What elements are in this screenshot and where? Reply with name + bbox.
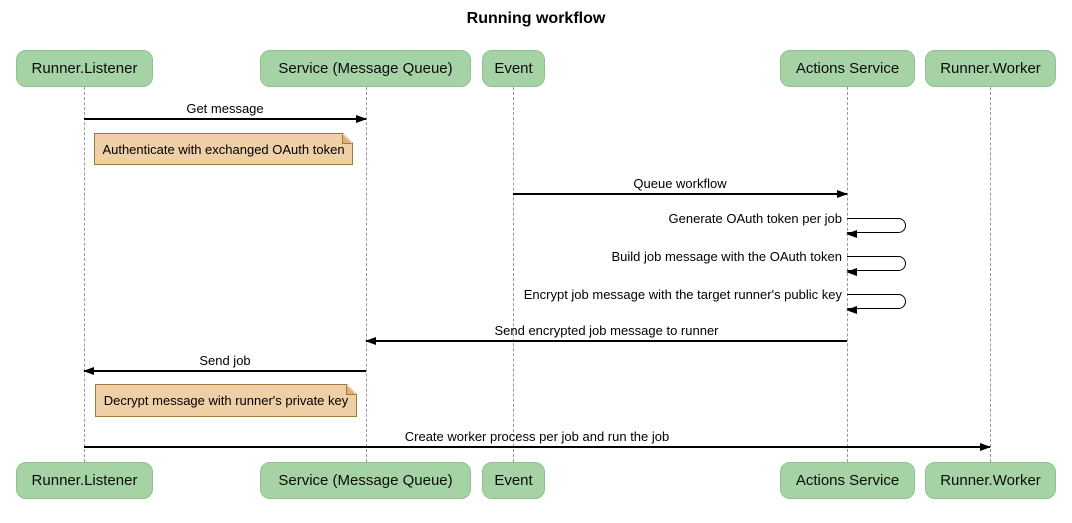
participant-service-message-queue-bottom: Service (Message Queue) [260, 462, 471, 499]
message-send-encrypted-job: Send encrypted job message to runner [365, 323, 847, 345]
message-label: Encrypt job message with the target runn… [523, 287, 842, 302]
participant-label: Runner.Listener [31, 472, 138, 489]
participant-event-top: Event [482, 50, 545, 87]
lifeline-event [513, 87, 514, 462]
message-arrow [365, 336, 847, 345]
arrowhead-left-icon [365, 336, 376, 345]
participant-label: Actions Service [795, 60, 900, 77]
participant-runner-worker-top: Runner.Worker [925, 50, 1056, 87]
message-arrow [513, 189, 848, 198]
self-loop-arrow [846, 294, 906, 314]
message-label: Send encrypted job message to runner [494, 323, 719, 338]
participant-runner-worker-bottom: Runner.Worker [925, 462, 1056, 499]
participant-label: Service (Message Queue) [278, 60, 453, 77]
message-arrow [84, 442, 991, 451]
participant-label: Actions Service [795, 472, 900, 489]
arrowhead-left-icon [846, 230, 857, 238]
message-create-worker-process: Create worker process per job and run th… [84, 429, 991, 451]
note-label: Authenticate with exchanged OAuth token [102, 141, 345, 157]
participant-label: Event [494, 60, 533, 77]
message-arrow [84, 114, 367, 123]
message-label: Generate OAuth token per job [668, 211, 842, 226]
lifeline-runner-worker [990, 87, 991, 462]
self-loop-arrow [846, 218, 906, 238]
note-authenticate: Authenticate with exchanged OAuth token [94, 133, 353, 165]
participant-label: Runner.Worker [940, 472, 1041, 489]
arrowhead-right-icon [980, 442, 991, 451]
arrowhead-right-icon [837, 189, 848, 198]
message-label: Build job message with the OAuth token [611, 249, 842, 264]
lifeline-runner-listener [84, 87, 85, 462]
participant-label: Service (Message Queue) [278, 472, 453, 489]
participant-label: Event [494, 472, 533, 489]
message-get-message: Get message [84, 101, 367, 123]
note-fold-icon [346, 385, 356, 395]
message-label: Queue workflow [633, 176, 727, 191]
note-fold-icon [342, 134, 352, 144]
participant-actions-service-bottom: Actions Service [780, 462, 915, 499]
arrowhead-right-icon [356, 114, 367, 123]
participant-label: Runner.Listener [31, 60, 138, 77]
message-label: Get message [186, 101, 264, 116]
diagram-title: Running workflow [466, 10, 606, 27]
lifeline-service-message-queue [366, 87, 367, 462]
participant-runner-listener-top: Runner.Listener [16, 50, 153, 87]
participant-label: Runner.Worker [940, 60, 1041, 77]
message-arrow [83, 366, 366, 375]
arrowhead-left-icon [846, 306, 857, 314]
message-send-job: Send job [83, 353, 366, 375]
message-label: Send job [199, 353, 251, 368]
self-loop-arrow [846, 256, 906, 276]
arrowhead-left-icon [83, 366, 94, 375]
message-label: Create worker process per job and run th… [404, 429, 670, 444]
arrowhead-left-icon [846, 268, 857, 276]
participant-service-message-queue-top: Service (Message Queue) [260, 50, 471, 87]
participant-event-bottom: Event [482, 462, 545, 499]
note-decrypt: Decrypt message with runner's private ke… [95, 384, 357, 417]
participant-actions-service-top: Actions Service [780, 50, 915, 87]
note-label: Decrypt message with runner's private ke… [103, 393, 349, 408]
participant-runner-listener-bottom: Runner.Listener [16, 462, 153, 499]
message-queue-workflow: Queue workflow [513, 176, 848, 198]
